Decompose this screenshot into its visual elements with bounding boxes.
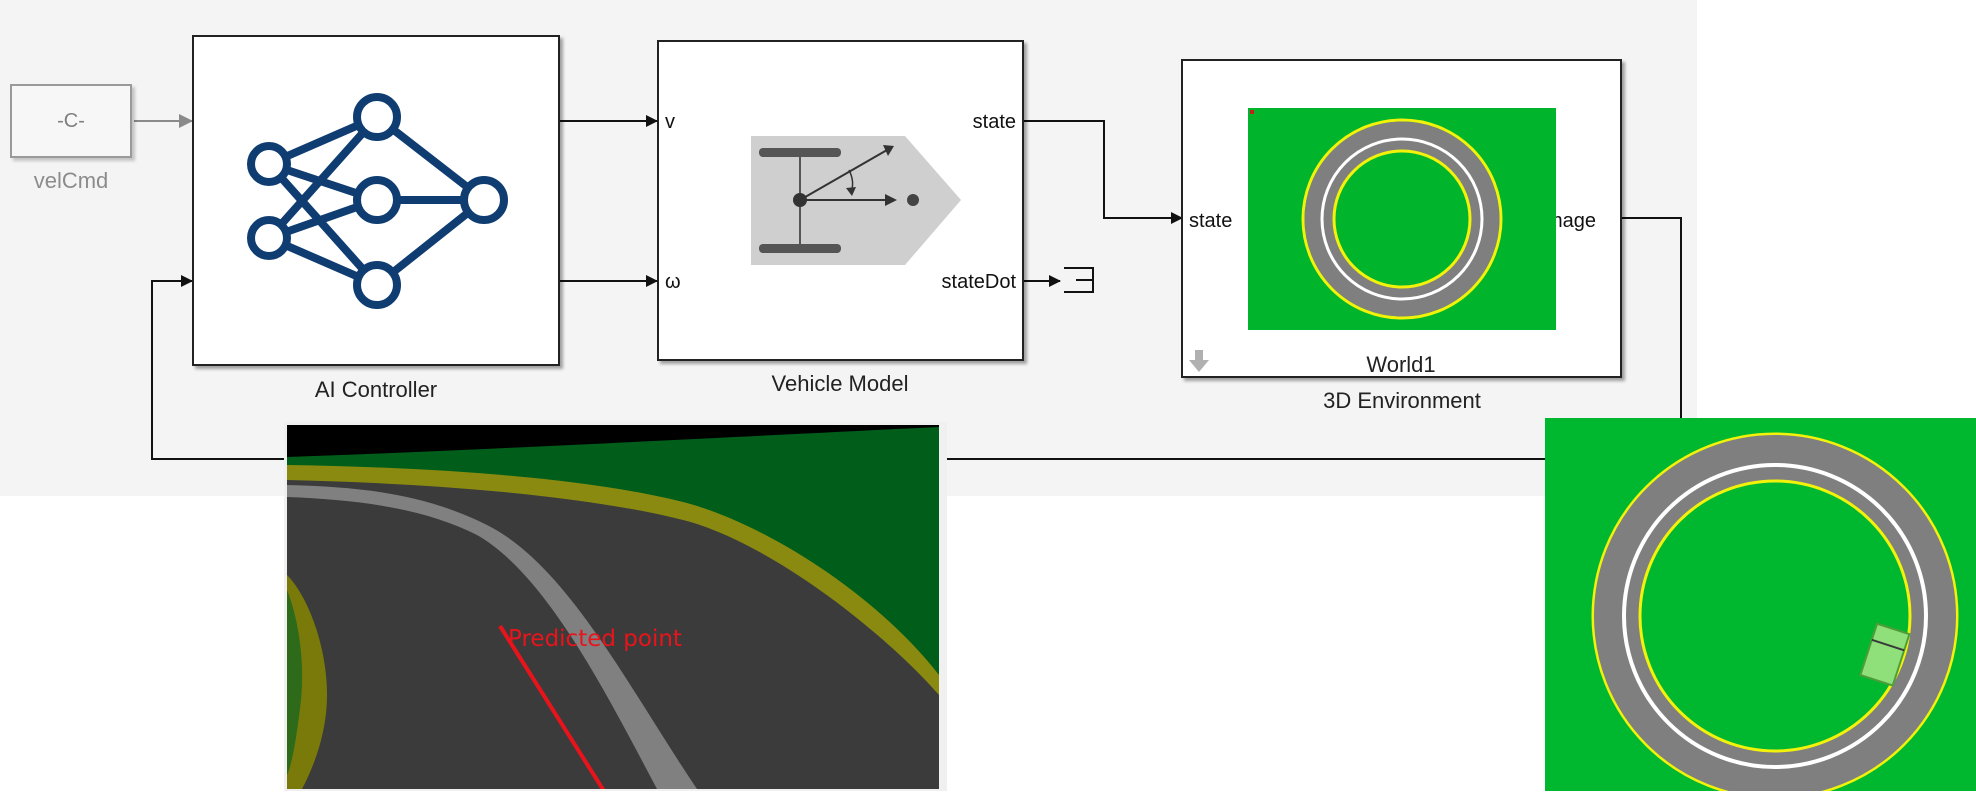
port-v-label: v: [665, 111, 675, 133]
vehicle-model-label: Vehicle Model: [771, 371, 909, 396]
environment-3d-label: 3D Environment: [1323, 388, 1481, 413]
ai-controller-label: AI Controller: [314, 377, 438, 402]
port-statedot-label: stateDot: [941, 271, 1016, 293]
state-signal[interactable]: [1022, 120, 1183, 224]
velcmd-constant-block[interactable]: -C-: [10, 84, 132, 158]
ai-controller-block[interactable]: [192, 35, 560, 366]
predicted-point-label: Predicted point: [508, 626, 682, 652]
camera-view-image: [284, 422, 947, 791]
world-label: World1: [1366, 352, 1436, 377]
port-state-out-label: state: [972, 111, 1016, 133]
velcmd-block-label: velCmd: [33, 168, 109, 193]
terminator-block[interactable]: [1064, 267, 1094, 293]
arrow-down-icon: [1189, 350, 1209, 372]
predicted-point-line: [498, 624, 606, 789]
neural-network-icon: [247, 93, 508, 309]
top-down-view-image: [1545, 418, 1976, 796]
port-state-in-label: state: [1189, 210, 1233, 232]
vehicle-kinematics-icon: [751, 136, 961, 265]
constant-symbol: -C-: [57, 109, 85, 132]
vehicle-model-block[interactable]: v ω state stateDot: [657, 40, 1024, 361]
vehicle-marker: [1859, 622, 1911, 687]
port-omega-label: ω: [665, 271, 681, 293]
track-preview-image: [1248, 108, 1556, 330]
